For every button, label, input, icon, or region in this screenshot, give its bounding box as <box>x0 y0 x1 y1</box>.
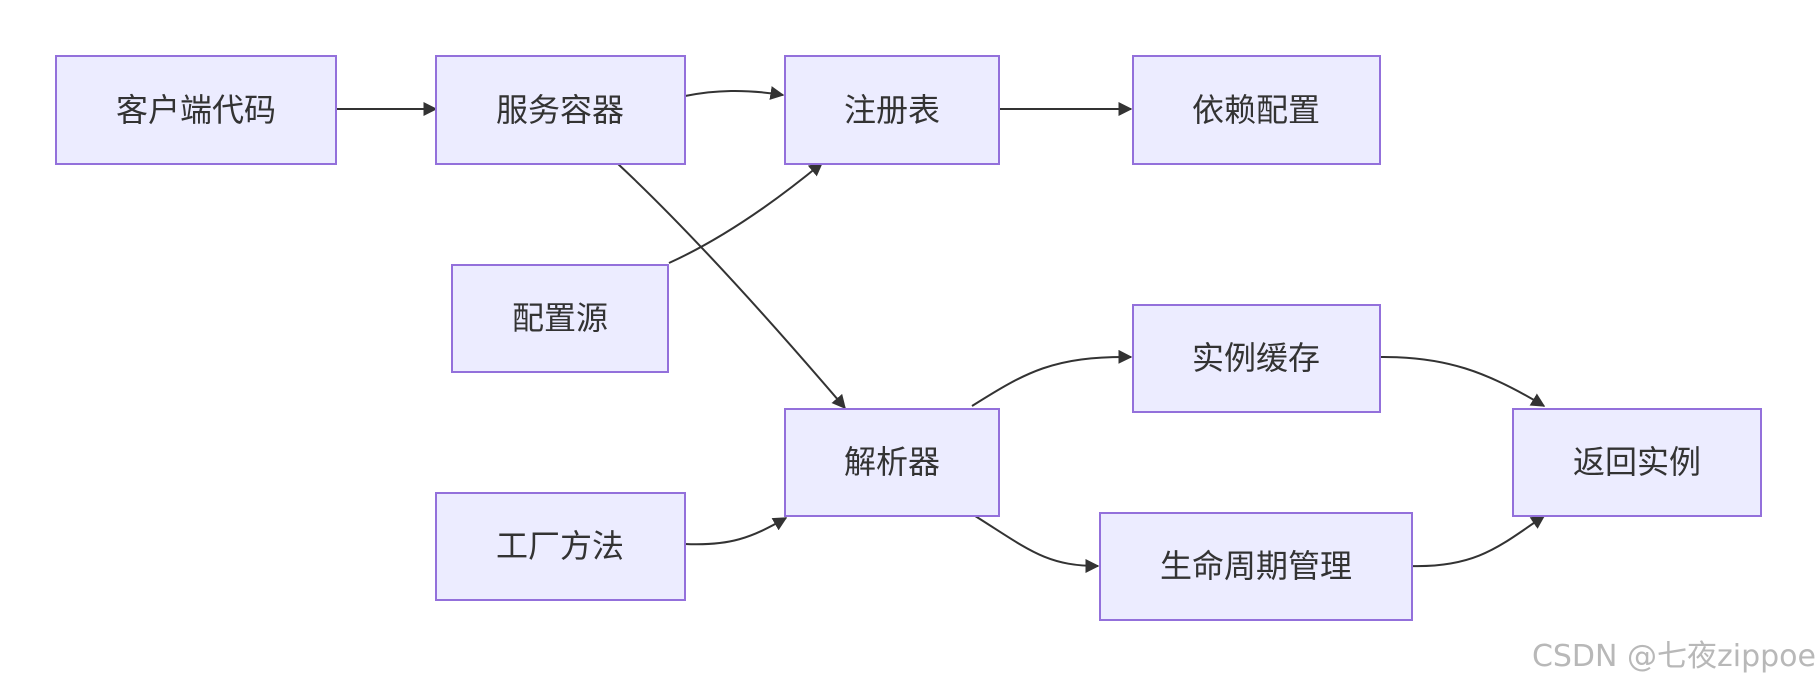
node-factory-method: 工厂方法 <box>435 492 686 601</box>
edge-resolver-to-lifecycle-management <box>971 513 1100 573</box>
edges <box>336 86 1546 573</box>
node-config-source: 配置源 <box>451 264 669 373</box>
edge-resolver-to-instance-cache <box>971 349 1133 407</box>
edge-config-source-to-registry <box>668 162 824 264</box>
node-label: 生命周期管理 <box>1160 547 1352 585</box>
node-client-code: 客户端代码 <box>55 55 337 165</box>
edge-service-container-to-registry <box>684 86 785 100</box>
edge-instance-cache-to-return-instance <box>1377 355 1546 407</box>
node-label: 工厂方法 <box>496 527 624 565</box>
node-resolver: 解析器 <box>784 408 1000 517</box>
node-registry: 注册表 <box>784 55 1000 165</box>
node-label: 注册表 <box>844 91 940 129</box>
node-label: 配置源 <box>512 299 608 337</box>
node-service-container: 服务容器 <box>435 55 686 165</box>
node-return-instance: 返回实例 <box>1512 408 1762 517</box>
node-label: 解析器 <box>844 443 940 481</box>
node-label: 依赖配置 <box>1192 91 1320 129</box>
node-label: 客户端代码 <box>116 91 276 129</box>
node-lifecycle-management: 生命周期管理 <box>1099 512 1413 621</box>
node-instance-cache: 实例缓存 <box>1132 304 1381 413</box>
edge-factory-method-to-resolver <box>684 517 788 546</box>
watermark: CSDN @七夜zippoe <box>1531 639 1816 674</box>
edge-service-container-to-resolver <box>616 162 846 410</box>
node-label: 实例缓存 <box>1192 339 1320 377</box>
edge-lifecycle-management-to-return-instance <box>1409 515 1546 568</box>
node-label: 服务容器 <box>496 91 624 129</box>
node-dependency-config: 依赖配置 <box>1132 55 1381 165</box>
node-label: 返回实例 <box>1573 443 1701 481</box>
